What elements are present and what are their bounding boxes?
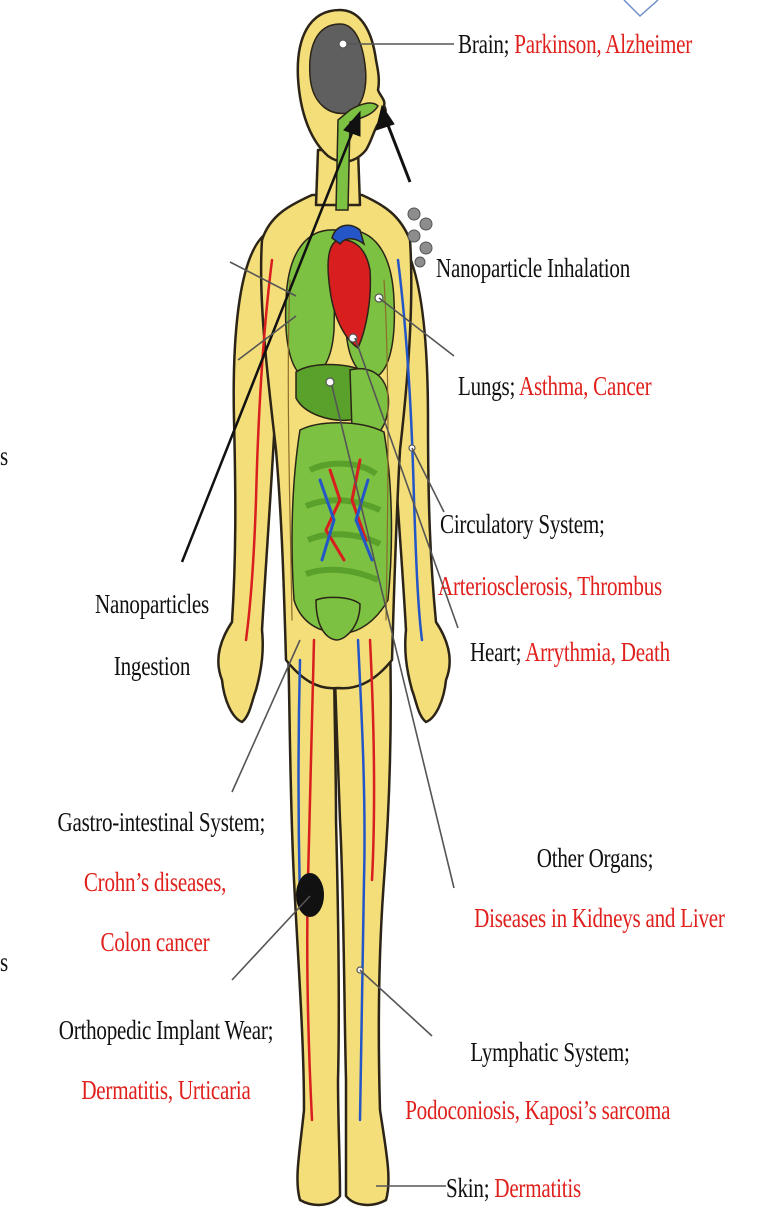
label-lymphatic-diseases: Podoconiosis, Kaposi’s sarcoma: [405, 1094, 655, 1126]
edge-fragment-upper: s: [0, 440, 8, 472]
inhalation-arrow: [386, 120, 410, 182]
label-lymphatic-name: Lymphatic System;: [433, 1036, 667, 1068]
label-lungs-diseases: Asthma, Cancer: [519, 371, 651, 401]
label-ingestion-line1: Nanoparticles: [82, 588, 222, 620]
label-circulatory-name: Circulatory System;: [440, 508, 605, 540]
label-heart: Heart; Arrythmia, Death: [470, 636, 670, 668]
label-lungs-name: Lungs;: [458, 371, 515, 401]
label-lungs: Lungs; Asthma, Cancer: [458, 370, 651, 402]
label-skin-diseases: Dermatitis: [494, 1173, 581, 1203]
brain-organ: [310, 24, 366, 113]
label-brain-diseases: Parkinson, Alzheimer: [514, 29, 692, 59]
label-gastro-line2: Colon cancer: [58, 926, 253, 958]
label-circulatory-diseases: Arteriosclerosis, Thrombus: [438, 570, 662, 602]
label-gastro-line1: Crohn’s diseases,: [58, 866, 253, 898]
label-other-organs-name: Other Organs;: [474, 842, 716, 874]
implant-marker: [296, 873, 324, 917]
label-brain: Brain; Parkinson, Alzheimer: [458, 28, 692, 60]
edge-fragment-lower: s: [0, 946, 8, 978]
label-orthopedic-diseases: Dermatitis, Urticaria: [52, 1074, 280, 1106]
left-leg: [288, 640, 340, 1205]
label-heart-name: Heart;: [470, 637, 521, 667]
label-other-organs-diseases: Diseases in Kidneys and Liver: [474, 902, 716, 934]
label-skin: Skin; Dermatitis: [446, 1172, 581, 1204]
label-brain-name: Brain;: [458, 29, 509, 59]
label-inhalation: Nanoparticle Inhalation: [436, 252, 630, 284]
label-skin-name: Skin;: [446, 1173, 489, 1203]
label-gastro-name: Gastro-intestinal System;: [58, 806, 253, 838]
label-ingestion-line2: Ingestion: [82, 650, 222, 682]
corner-shape-fragment: [624, 0, 658, 16]
label-heart-diseases: Arrythmia, Death: [525, 637, 670, 667]
label-orthopedic-name: Orthopedic Implant Wear;: [52, 1014, 280, 1046]
